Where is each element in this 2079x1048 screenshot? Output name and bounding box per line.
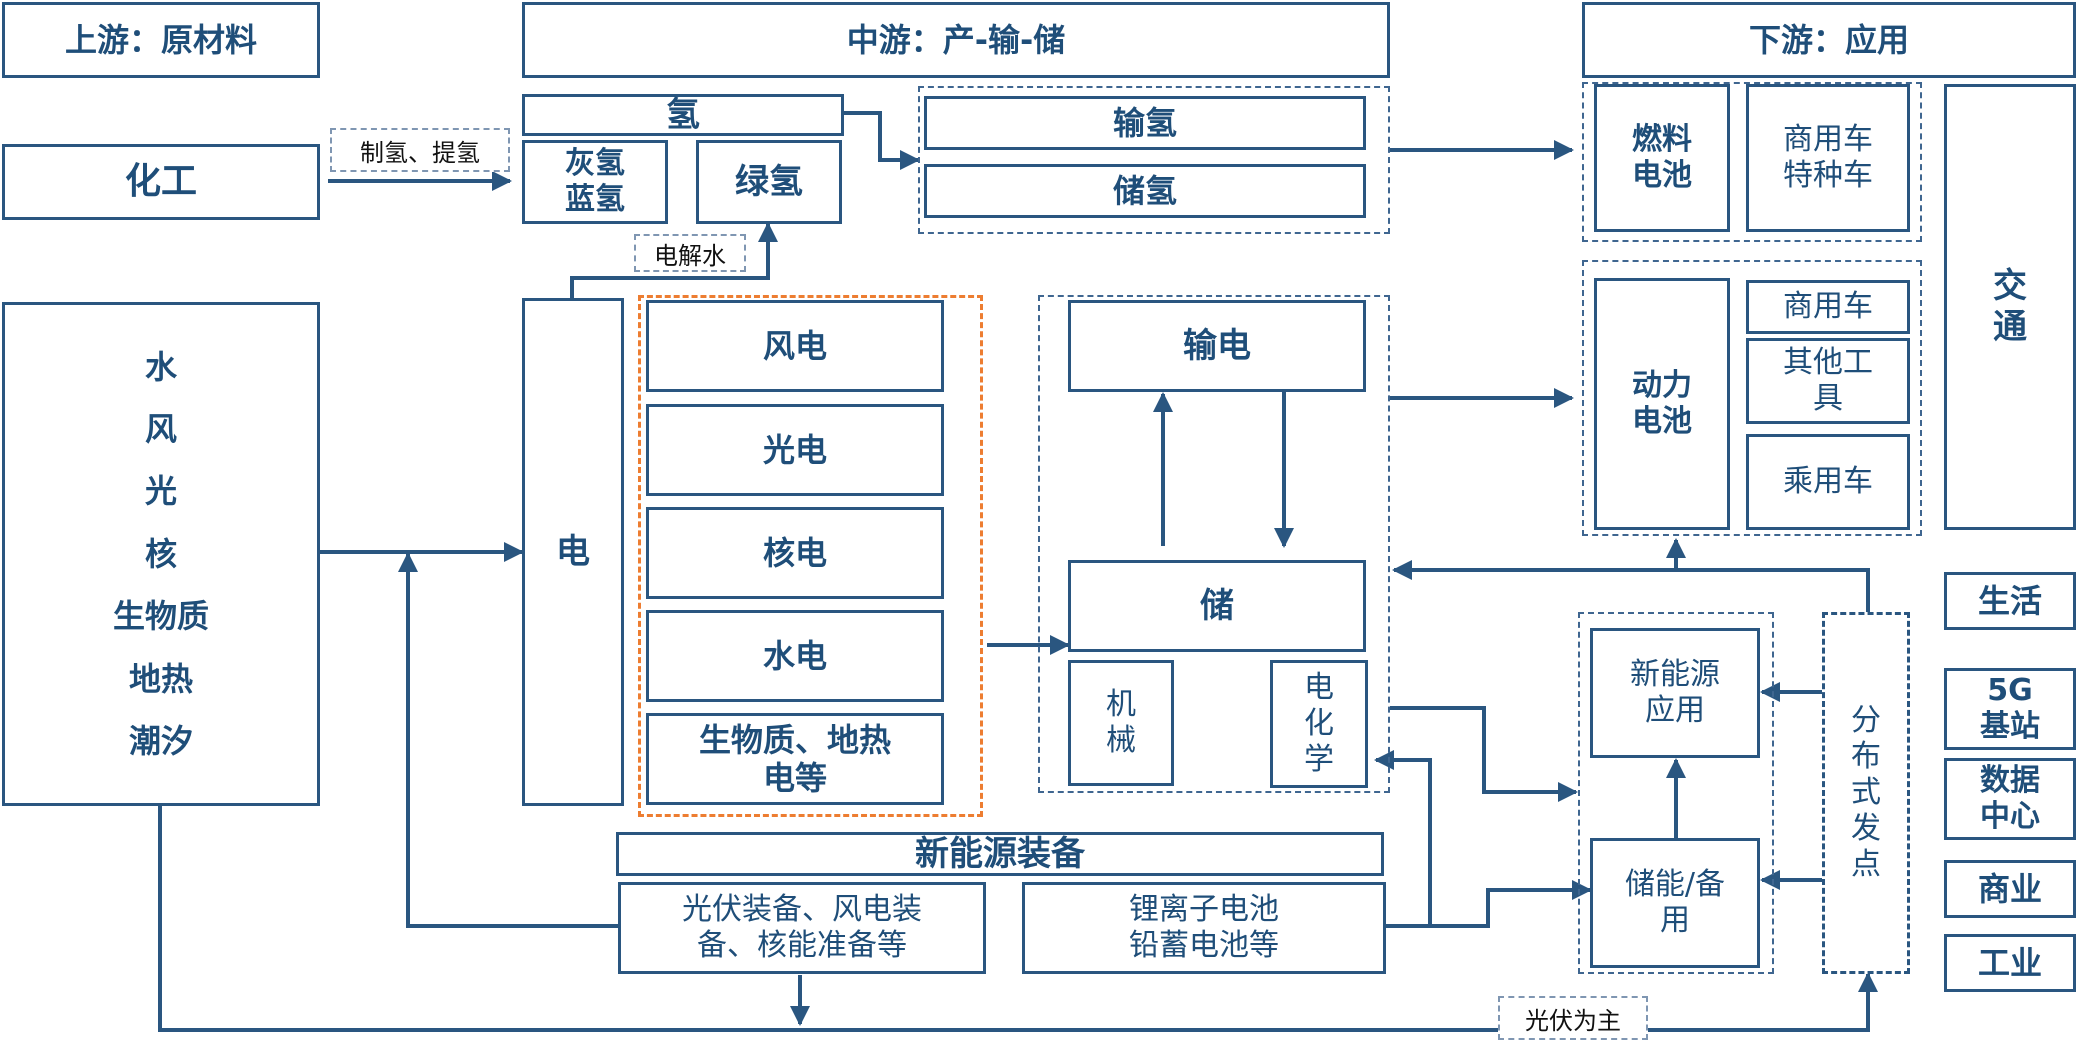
fuel-cell-group bbox=[1582, 82, 1922, 242]
storage-box: 储 bbox=[1068, 560, 1366, 652]
commercial-special-vehicle-box: 商用车 特种车 bbox=[1746, 84, 1910, 232]
life-box: 生活 bbox=[1944, 572, 2076, 630]
passenger-vehicle-box: 乘用车 bbox=[1746, 434, 1910, 530]
power-type-other: 生物质、地热 电等 bbox=[646, 713, 944, 805]
power-type-nuclear: 核电 bbox=[646, 507, 944, 599]
green-hydrogen-box: 绿氢 bbox=[696, 140, 842, 224]
distributed-generation-box: 分 布 式 发 点 bbox=[1822, 612, 1910, 974]
downstream-header: 下游：应用 bbox=[1582, 2, 2076, 78]
data-center-box: 数据 中心 bbox=[1944, 758, 2076, 840]
electricity-box: 电 bbox=[522, 298, 624, 806]
power-generation-group bbox=[638, 295, 983, 817]
industry-box: 工业 bbox=[1944, 934, 2076, 992]
commercial-vehicle-box: 商用车 bbox=[1746, 280, 1910, 334]
equipment-pv-box: 光伏装备、风电装 备、核能准备等 bbox=[618, 882, 986, 974]
hydrogen-transport-group bbox=[918, 86, 1390, 234]
app-storage-group bbox=[1578, 612, 1774, 974]
source-item: 地热 bbox=[128, 659, 193, 698]
source-item: 水 bbox=[144, 347, 177, 386]
power-type-wind: 风电 bbox=[646, 300, 944, 392]
upstream-header: 上游：原材料 bbox=[2, 2, 320, 78]
arrow-electricity-to-green-h2 bbox=[570, 222, 778, 298]
other-tools-box: 其他工 具 bbox=[1746, 338, 1910, 424]
new-energy-application-box: 新能源 应用 bbox=[1590, 628, 1760, 758]
hydrogen-box: 氢 bbox=[522, 94, 844, 136]
equipment-battery-box: 锂离子电池 铅蓄电池等 bbox=[1022, 882, 1386, 974]
hydrogen-storage-box: 储氢 bbox=[924, 164, 1366, 218]
power-type-solar: 光电 bbox=[646, 404, 944, 496]
arrow-battery-equip-to-backup bbox=[1386, 880, 1592, 928]
pv-main-label: 光伏为主 bbox=[1498, 996, 1648, 1040]
arrow-distributed-to-storage bbox=[1392, 560, 1870, 612]
grey-blue-hydrogen-box: 灰氢 蓝氢 bbox=[522, 140, 668, 224]
hydrogen-transport-box: 输氢 bbox=[924, 96, 1366, 150]
grid-storage-group bbox=[1038, 295, 1390, 793]
energy-sources-box: 水 风 光 核 生物质 地热 潮汐 bbox=[2, 302, 320, 806]
power-battery-group bbox=[1582, 260, 1922, 536]
h2-production-label: 制氢、提氢 bbox=[330, 128, 510, 172]
transport-box: 交 通 bbox=[1944, 84, 2076, 530]
source-item: 风 bbox=[144, 410, 177, 449]
arrow-hydrogen-to-transport bbox=[844, 111, 920, 170]
power-transmission-box: 输电 bbox=[1068, 300, 1366, 392]
electrochemical-storage-box: 电 化 学 bbox=[1270, 660, 1368, 788]
fuel-cell-box: 燃料 电池 bbox=[1594, 84, 1730, 232]
source-item: 生物质 bbox=[112, 597, 209, 636]
5g-base-station-box: 5G 基站 bbox=[1944, 668, 2076, 750]
storage-backup-box: 储能/备 用 bbox=[1590, 838, 1760, 968]
arrow-battery-equip-to-electrochem bbox=[1374, 750, 1432, 926]
commerce-box: 商业 bbox=[1944, 860, 2076, 918]
equipment-header: 新能源装备 bbox=[616, 832, 1384, 876]
power-battery-box: 动力 电池 bbox=[1594, 278, 1730, 530]
arrow-equipment-to-electricity bbox=[398, 552, 618, 928]
source-item: 光 bbox=[144, 472, 177, 511]
power-type-hydro: 水电 bbox=[646, 610, 944, 702]
mechanical-storage-box: 机 械 bbox=[1068, 660, 1174, 786]
line-sources-to-distributed bbox=[158, 806, 1878, 1032]
electrolysis-label: 电解水 bbox=[634, 234, 746, 272]
source-item: 潮汐 bbox=[128, 721, 193, 760]
midstream-header: 中游：产-输-储 bbox=[522, 2, 1390, 78]
source-item: 核 bbox=[144, 534, 177, 573]
arrow-electrochem-to-app-group bbox=[1390, 706, 1578, 802]
chemical-box: 化工 bbox=[2, 144, 320, 220]
